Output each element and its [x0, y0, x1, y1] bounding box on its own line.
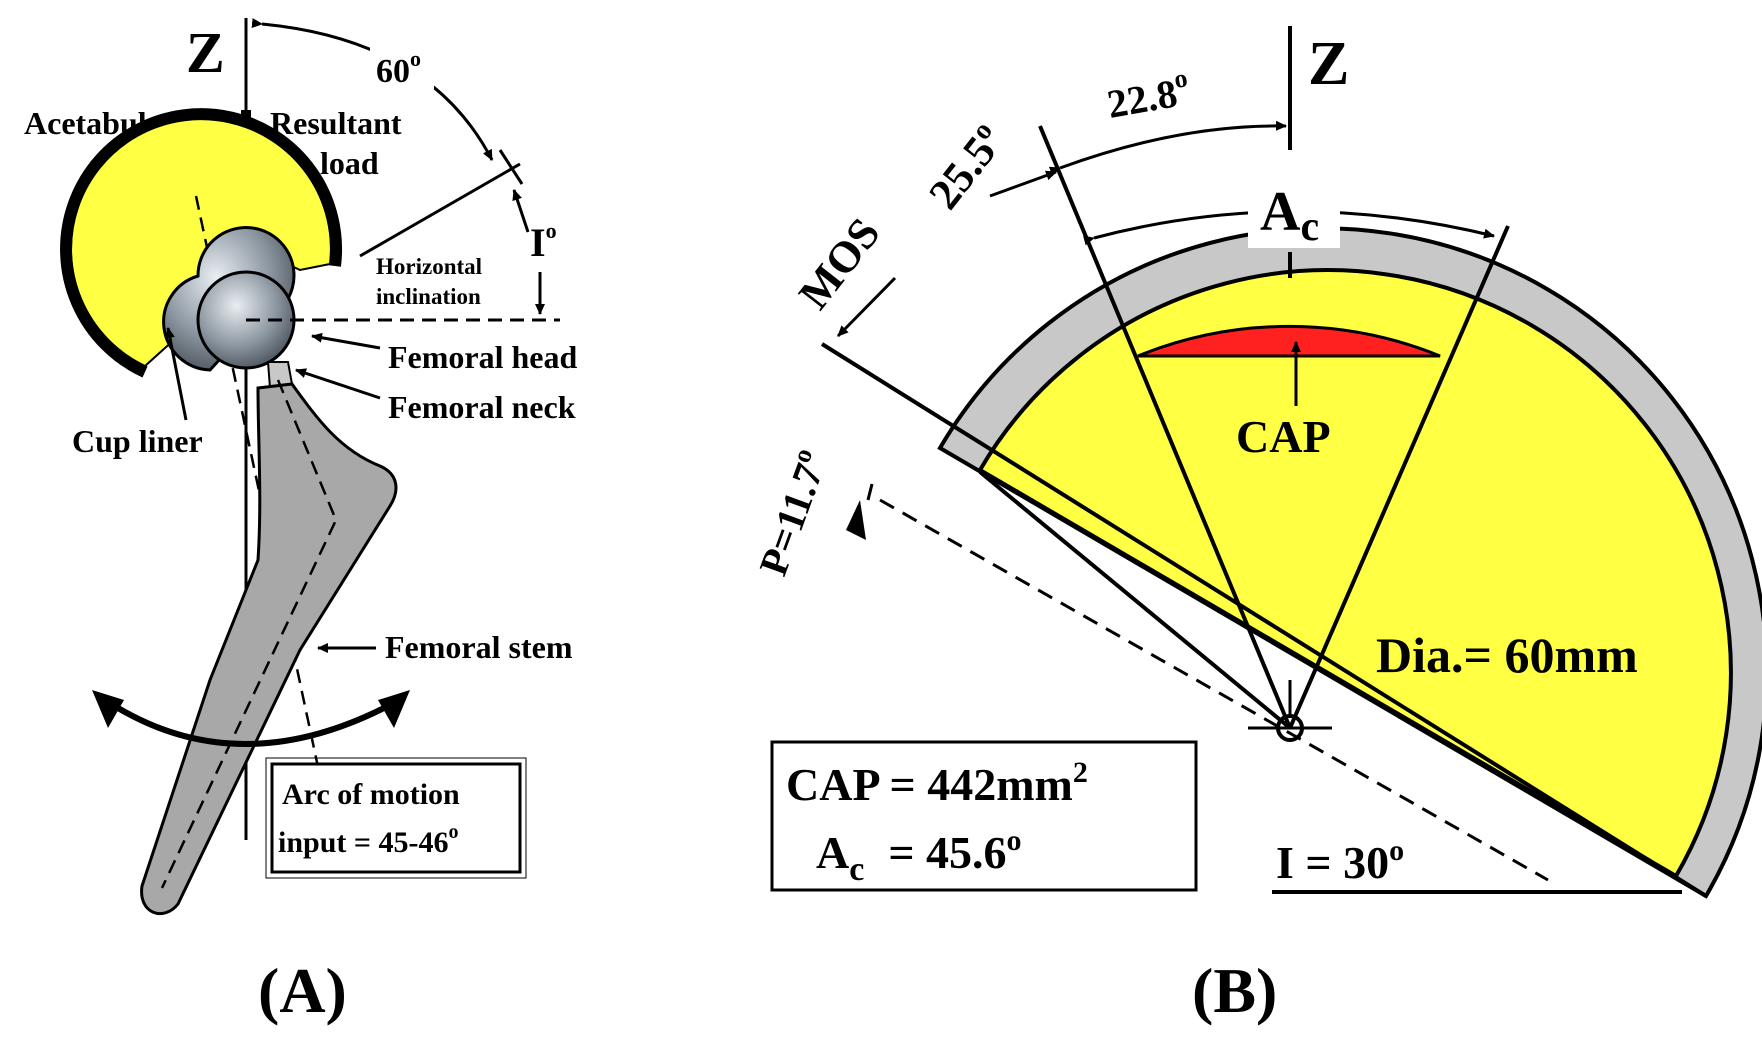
incl-symbol: I — [530, 220, 546, 265]
femoral-neck-label: Femoral neck — [388, 389, 576, 425]
arc-motion-left-head — [92, 690, 124, 728]
p-label: P=11.7o — [747, 444, 836, 581]
incl-b-sup: o — [1389, 834, 1404, 867]
femoral-stem-label: Femoral stem — [385, 629, 573, 665]
femoral-stem — [140, 382, 398, 916]
p-arrowhead — [846, 500, 866, 540]
horizontal-incl-label-2: inclination — [376, 284, 481, 309]
center-to-rim — [978, 470, 1292, 730]
cone-line-right — [1288, 225, 1510, 729]
arc-of-motion — [116, 705, 386, 747]
horizontal-incl-label-1: Horizontal — [376, 254, 482, 279]
ac-symbol: A — [1260, 181, 1301, 243]
panel-a: Z 60o Resultant load Acetabular cup — [24, 18, 578, 1026]
angle-22-arc — [1048, 120, 1287, 177]
p-value: P=11.7 — [750, 458, 832, 581]
cap-result-value: CAP = 442mm — [786, 759, 1073, 810]
results-box — [770, 740, 1198, 892]
femoral-neck-pointer — [295, 368, 381, 400]
angle-22-sup: o — [1172, 63, 1190, 94]
inclination-tick — [498, 149, 524, 185]
z-label-b: Z — [1308, 30, 1349, 98]
arc-motion-right-head — [378, 690, 410, 728]
mos-text: MOS — [789, 209, 889, 318]
cup-liner-label: Cup liner — [72, 423, 203, 459]
mos-arrow-1 — [836, 276, 897, 338]
angle-60-sup: o — [410, 46, 421, 71]
inclination-line-a — [359, 162, 521, 258]
incl-arrow-up — [512, 189, 530, 233]
incl-sup: o — [546, 218, 557, 243]
cap-result-sup: 2 — [1073, 756, 1088, 789]
cap-result: CAP = 442mm2 — [786, 756, 1088, 810]
mos-value-label: 25.5o — [918, 116, 1013, 218]
femoral-head-label: Femoral head — [388, 339, 578, 375]
cup-liner-pointer — [165, 327, 188, 421]
cap-label: CAP — [1236, 411, 1331, 462]
stem-center-dashed — [160, 379, 338, 889]
panel-b: Z 22.8o Ac MOS 25.5o CAP P=11.7o Dia — [747, 26, 1762, 1026]
resultant-label-2: load — [320, 145, 379, 181]
angle-22-value: 22.8 — [1104, 70, 1181, 126]
incl-b-value: I = 30 — [1276, 837, 1389, 888]
arc-motion-value: input = 45-46 — [278, 826, 448, 859]
arc-motion-sup: o — [448, 821, 458, 843]
z-label-a: Z — [186, 20, 225, 85]
mos-arrow-2 — [989, 170, 1057, 198]
mos-label: MOS — [789, 209, 889, 318]
incl-b-label: I = 30o — [1276, 834, 1404, 888]
inclination-symbol-a: Io — [530, 218, 557, 265]
ac-result-symbol: A — [816, 827, 849, 878]
arc-motion-box — [270, 762, 522, 874]
ac-label: Ac — [1260, 181, 1319, 250]
ac-result-value: = 45.6 — [888, 827, 1006, 878]
ac-result: Ac = 45.6o — [816, 824, 1022, 888]
femoral-head-pointer — [311, 332, 381, 350]
face-line — [820, 342, 1708, 898]
diameter-label: Dia.= 60mm — [1376, 627, 1638, 683]
caption-a: (A) — [258, 955, 347, 1026]
angle-22-label: 22.8o — [1103, 63, 1193, 127]
ac-result-sup: o — [1007, 824, 1022, 857]
ac-sub: c — [1300, 204, 1319, 250]
cone-line-left — [1038, 125, 1292, 729]
ac-result-sub: c — [849, 851, 864, 888]
resultant-label-1: Resultant — [270, 105, 402, 141]
angle-60-value: 60 — [376, 53, 410, 90]
arc-motion-line-2: input = 45-46o — [278, 821, 458, 859]
arc-motion-line-1: Arc of motion — [282, 778, 460, 811]
caption-b: (B) — [1192, 955, 1277, 1026]
acetabular-cup-shell — [60, 108, 343, 378]
angle-60-label: 60o — [376, 46, 421, 90]
cap-red-region — [1137, 324, 1441, 358]
